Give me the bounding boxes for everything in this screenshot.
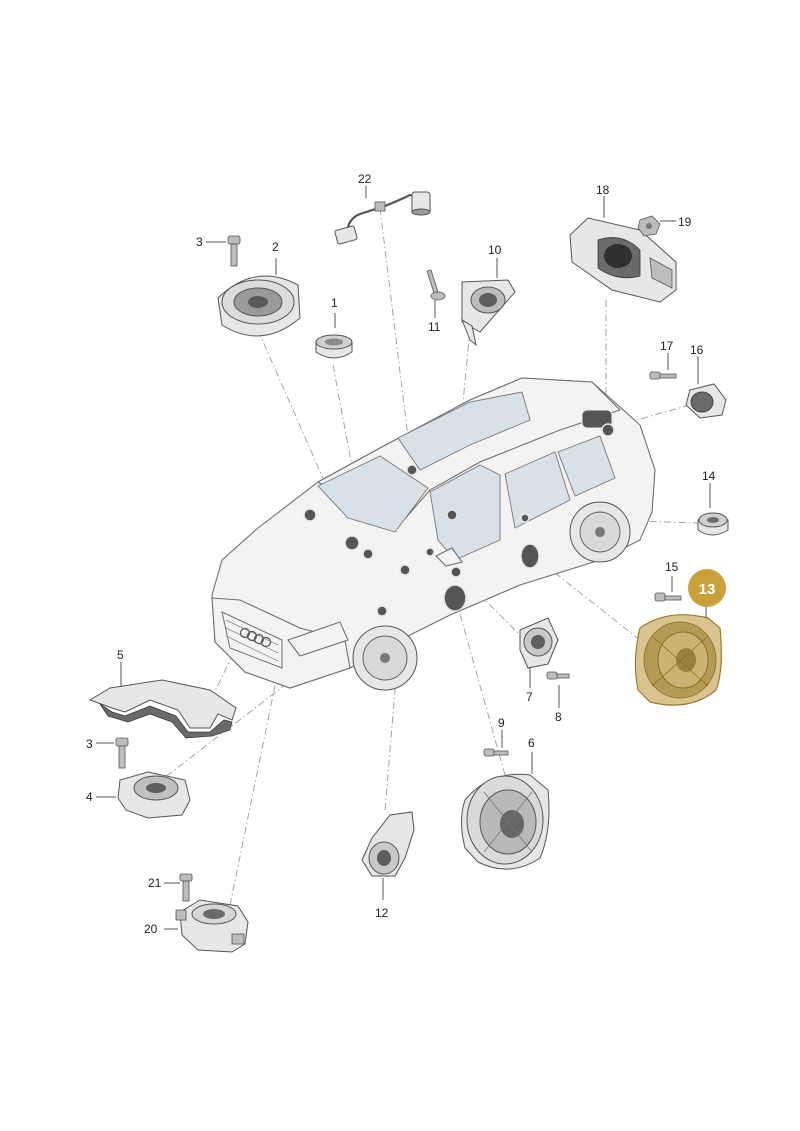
front-wheel <box>352 625 418 691</box>
part-1-tweeter[interactable]: 1 <box>315 296 353 359</box>
part-11-rivet[interactable]: 11 <box>426 269 446 334</box>
part-16-tweeter-housing[interactable]: 16 <box>685 343 727 419</box>
part-4-center-speaker[interactable]: 4 <box>86 771 191 819</box>
part-20-bass-speaker[interactable]: 20 <box>144 899 249 953</box>
part-12-speaker-bracket[interactable]: 12 <box>361 811 415 920</box>
part-3-screw-lower[interactable]: 3 <box>86 737 129 769</box>
svg-text:11: 11 <box>428 320 441 334</box>
svg-text:4: 4 <box>86 790 93 804</box>
svg-text:14: 14 <box>702 469 716 483</box>
part-3-screw-upper[interactable]: 3 <box>196 235 241 267</box>
part-9-screw[interactable]: 9 <box>483 716 509 757</box>
svg-text:5: 5 <box>117 648 124 662</box>
part-2-midrange-speaker[interactable]: 2 <box>217 240 301 337</box>
part-15-screw[interactable]: 15 <box>654 560 682 602</box>
part-5-center-trim-frame[interactable]: 5 <box>88 648 237 739</box>
rear-wheel <box>569 501 631 563</box>
part-10-speaker-module[interactable]: 10 <box>460 243 516 347</box>
svg-text:3: 3 <box>196 235 203 249</box>
svg-text:2: 2 <box>272 240 279 254</box>
svg-text:9: 9 <box>498 716 505 730</box>
part-13-rear-door-speaker[interactable] <box>634 605 722 706</box>
part-14-tweeter[interactable]: 14 <box>697 469 729 536</box>
mounting-points <box>303 409 615 617</box>
svg-text:22: 22 <box>358 172 372 186</box>
svg-text:21: 21 <box>148 876 162 890</box>
part-7-tweeter[interactable]: 7 <box>519 617 559 704</box>
svg-text:3: 3 <box>86 737 93 751</box>
svg-text:10: 10 <box>488 243 502 257</box>
svg-text:17: 17 <box>660 339 674 353</box>
part-6-front-door-woofer[interactable]: 6 <box>461 736 550 870</box>
svg-text:7: 7 <box>526 690 533 704</box>
part-21-screw[interactable]: 21 <box>148 873 193 902</box>
svg-text:15: 15 <box>665 560 679 574</box>
svg-text:6: 6 <box>528 736 535 750</box>
svg-text:19: 19 <box>678 215 692 229</box>
svg-text:8: 8 <box>555 710 562 724</box>
svg-text:20: 20 <box>144 922 158 936</box>
part-19-nut[interactable]: 19 <box>637 215 692 237</box>
audi-rings-logo <box>239 627 272 648</box>
part-22-wiring-harness[interactable]: 22 <box>334 172 431 245</box>
vehicle <box>211 377 656 691</box>
badge-circle <box>688 569 726 607</box>
svg-text:16: 16 <box>690 343 704 357</box>
part-17-screw[interactable]: 17 <box>649 339 677 380</box>
part-18-subwoofer-housing[interactable]: 18 <box>569 183 677 303</box>
part-8-screw[interactable]: 8 <box>546 671 570 724</box>
part-13-badge[interactable]: 13 <box>688 569 726 607</box>
svg-text:1: 1 <box>331 296 338 310</box>
svg-text:18: 18 <box>596 183 610 197</box>
svg-text:12: 12 <box>375 906 389 920</box>
svg-text:13: 13 <box>699 581 716 598</box>
